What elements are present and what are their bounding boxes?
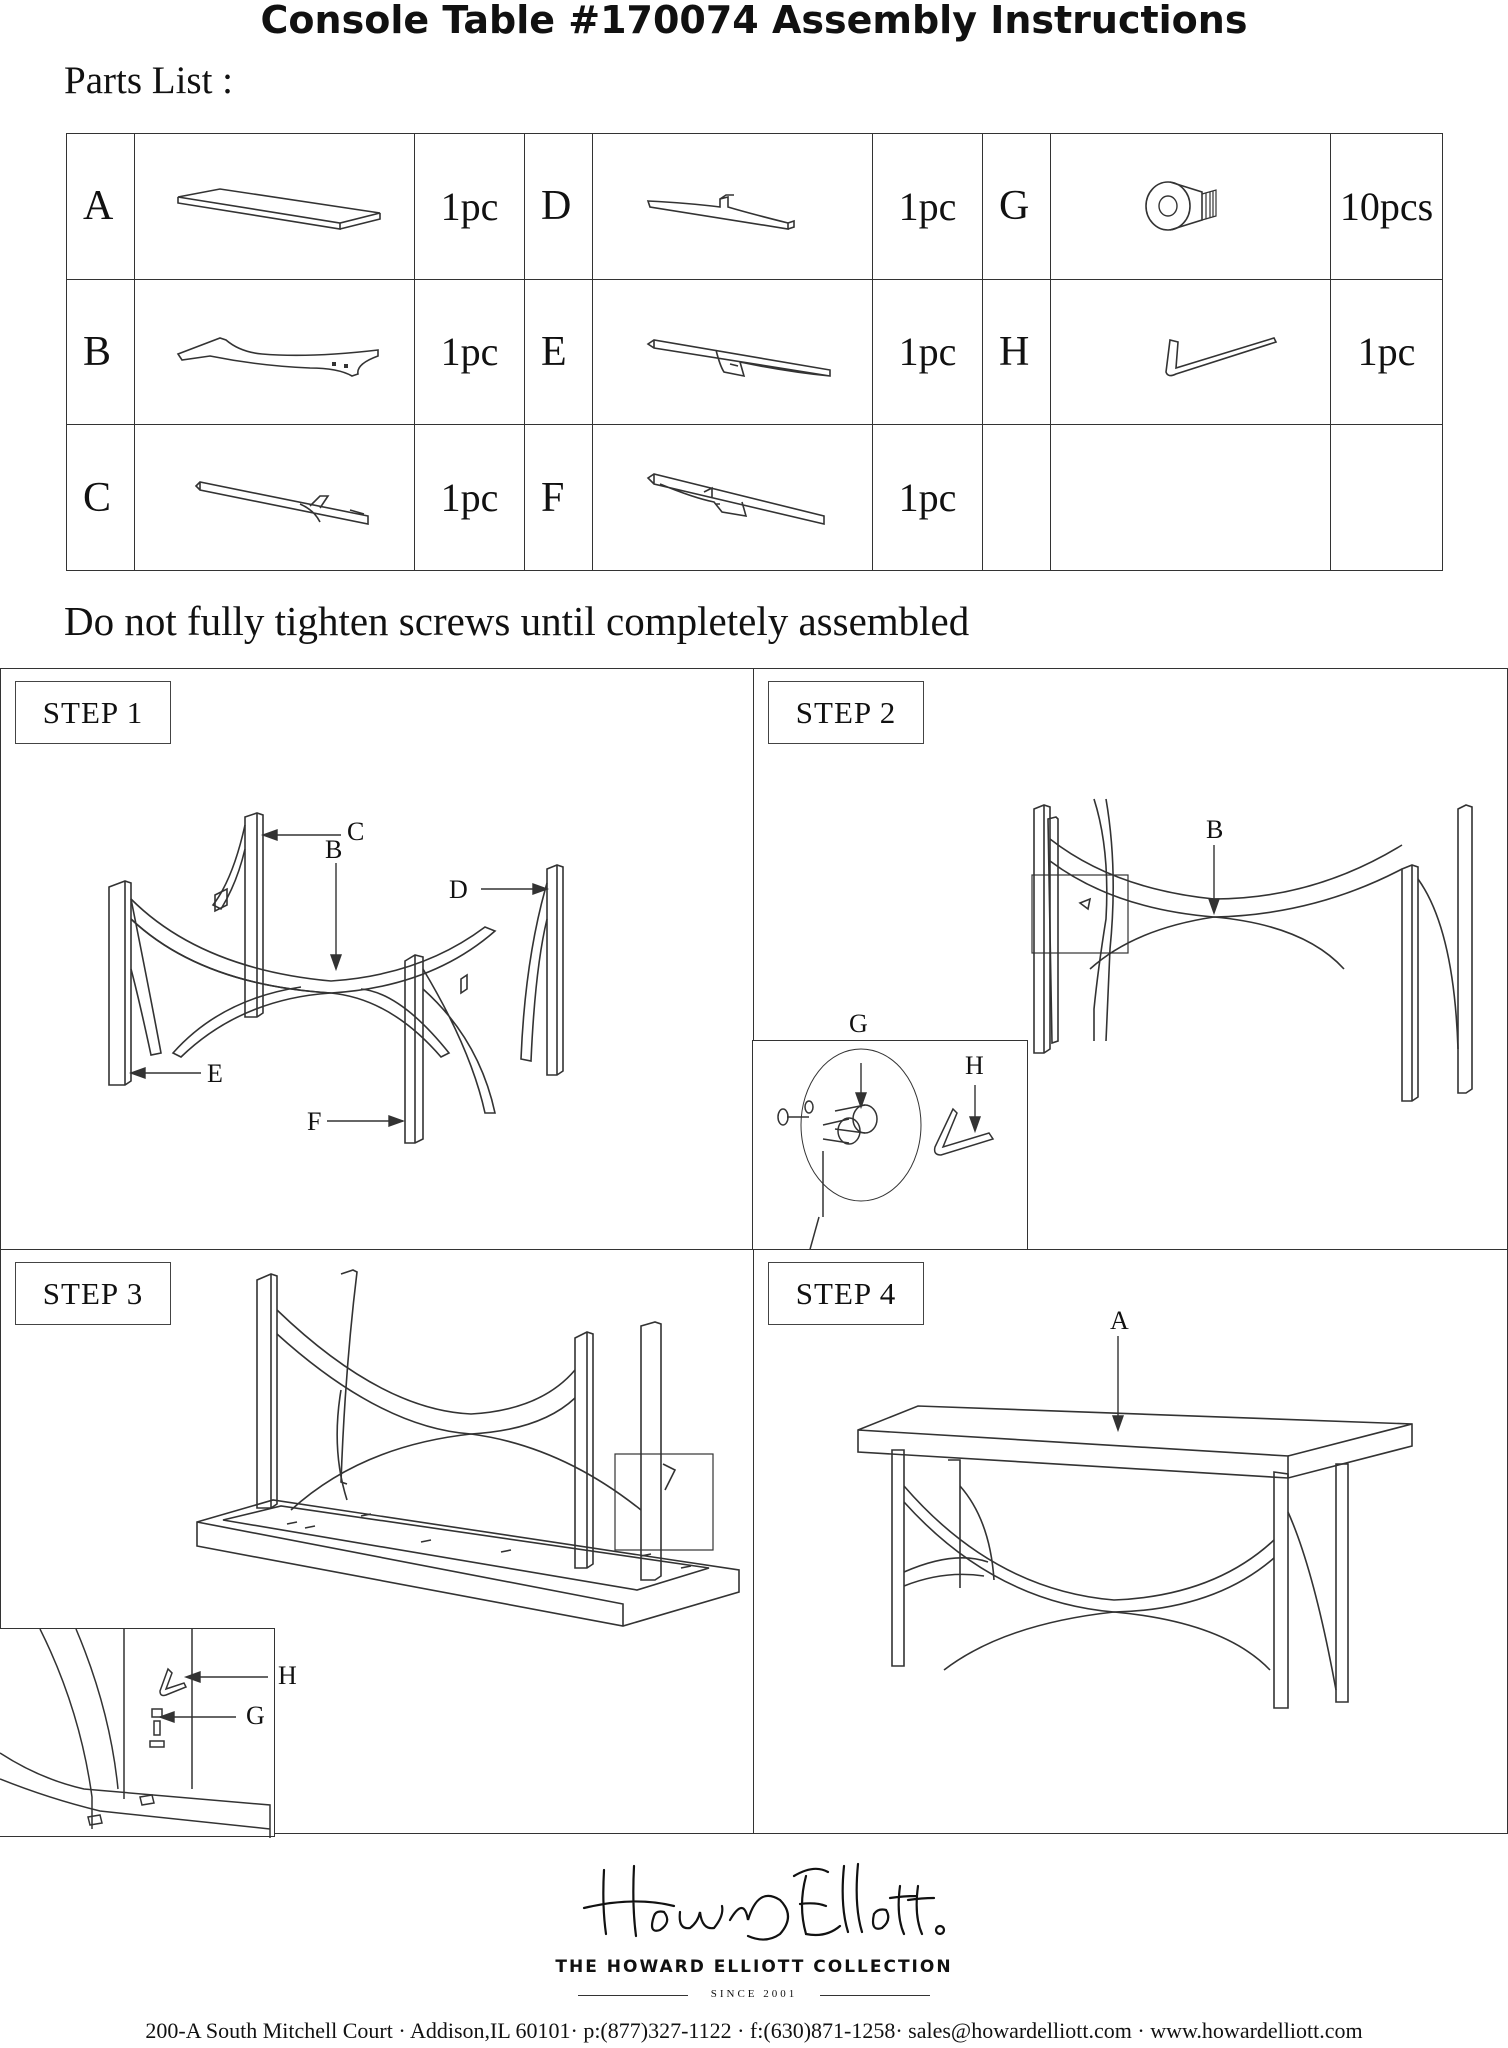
parts-table: A 1pc D 1pc G 10pcs B 1pc E 1pc H 1pc bbox=[66, 133, 1443, 571]
part-qty: 1pc bbox=[414, 424, 525, 571]
callout-g: G bbox=[849, 1009, 868, 1038]
part-letter: H bbox=[982, 278, 1051, 426]
document-title: Console Table #170074 Assembly Instructi… bbox=[260, 0, 1248, 42]
step-2-panel: STEP 2 B bbox=[752, 668, 1508, 1253]
part-h-allen-key-icon bbox=[1050, 278, 1331, 426]
howard-elliott-signature-logo bbox=[0, 1856, 1508, 1951]
empty-cell bbox=[1050, 424, 1331, 571]
step-2-detail-inset: G H bbox=[752, 1009, 1028, 1253]
callout-g: G bbox=[246, 1701, 265, 1730]
part-qty: 1pc bbox=[414, 278, 525, 426]
part-qty: 1pc bbox=[872, 278, 983, 426]
callout-f: F bbox=[307, 1107, 322, 1136]
bolt-detail-illustration bbox=[777, 1048, 995, 1253]
callout-h: H bbox=[965, 1051, 984, 1080]
part-letter: C bbox=[66, 424, 135, 571]
part-b-stretcher-icon bbox=[134, 278, 415, 426]
leg-fastening-detail-illustration bbox=[0, 1629, 271, 1838]
step-4-panel: STEP 4 A bbox=[753, 1249, 1508, 1834]
step-1-illustration bbox=[108, 812, 564, 1144]
part-letter: E bbox=[524, 278, 593, 426]
collection-name: THE HOWARD ELLIOTT COLLECTION bbox=[555, 1957, 953, 1977]
part-g-bolt-icon bbox=[1050, 133, 1331, 280]
step-3-detail-inset: H G bbox=[0, 1628, 297, 1838]
callout-b: B bbox=[1206, 815, 1224, 844]
part-e-leg-brace-icon bbox=[592, 278, 873, 426]
part-a-tabletop-icon bbox=[134, 133, 415, 280]
part-letter: G bbox=[982, 133, 1051, 280]
step-3-panel: STEP 3 H G bbox=[0, 1249, 755, 1838]
part-qty: 10pcs bbox=[1330, 133, 1443, 280]
divider-right bbox=[820, 1995, 930, 1996]
parts-row: B 1pc E 1pc H 1pc bbox=[66, 278, 1443, 426]
callout-a: A bbox=[1110, 1306, 1129, 1335]
part-letter: D bbox=[524, 133, 593, 280]
part-qty: 1pc bbox=[414, 133, 525, 280]
part-letter: F bbox=[524, 424, 593, 571]
step-3-illustration bbox=[196, 1269, 740, 1627]
step-4-label: STEP 4 bbox=[768, 1262, 924, 1325]
part-qty bbox=[1330, 424, 1443, 571]
part-d-leg-brace-icon bbox=[592, 133, 873, 280]
company-address: 200-A South Mitchell Court · Addison,IL … bbox=[145, 2018, 1363, 2043]
part-qty: 1pc bbox=[1330, 278, 1443, 426]
part-f-leg-brace-icon bbox=[592, 424, 873, 571]
step-1-label: STEP 1 bbox=[15, 681, 171, 744]
part-qty: 1pc bbox=[872, 424, 983, 571]
callout-h: H bbox=[278, 1661, 297, 1690]
tightening-warning: Do not fully tighten screws until comple… bbox=[64, 598, 970, 644]
assembly-steps: STEP 1 C B D E F bbox=[0, 668, 1508, 1838]
parts-row: A 1pc D 1pc G 10pcs bbox=[66, 133, 1443, 280]
callout-b: B bbox=[325, 835, 343, 864]
since-year: SINCE 2001 bbox=[710, 1988, 798, 2000]
part-qty: 1pc bbox=[872, 133, 983, 280]
part-letter bbox=[982, 424, 1051, 571]
divider-left bbox=[578, 1995, 688, 1996]
callout-c: C bbox=[347, 817, 365, 846]
parts-row: C 1pc F 1pc bbox=[66, 424, 1443, 571]
step-3-label: STEP 3 bbox=[15, 1262, 171, 1325]
callout-d: D bbox=[449, 875, 468, 904]
signature-icon bbox=[582, 1862, 946, 1941]
since-line: SINCE 2001 bbox=[578, 1986, 930, 2006]
part-c-leg-brace-icon bbox=[134, 424, 415, 571]
part-letter: A bbox=[66, 133, 135, 280]
step-4-illustration bbox=[857, 1336, 1413, 1709]
parts-list-heading: Parts List : bbox=[64, 59, 234, 102]
step-2-illustration bbox=[1031, 798, 1473, 1102]
step-1-panel: STEP 1 C B D E F bbox=[0, 668, 755, 1251]
callout-e: E bbox=[207, 1059, 223, 1088]
part-letter: B bbox=[66, 278, 135, 426]
step-2-label: STEP 2 bbox=[768, 681, 924, 744]
